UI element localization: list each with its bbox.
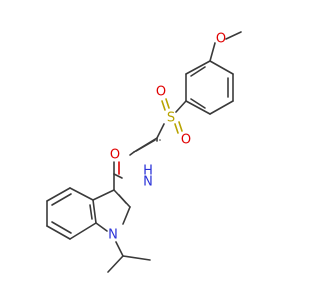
atom-s: S	[167, 111, 175, 126]
atom-o-sulfonyl-top: O	[156, 85, 166, 100]
indole-benzene-ring	[46, 187, 97, 240]
molecule-structure: O O S O O H N N	[46, 31, 242, 273]
atom-o-sulfonyl-bottom: O	[181, 133, 191, 148]
atom-labels: O O S O O H N N	[108, 32, 226, 243]
indole-pyrrole-ring	[92, 189, 131, 232]
bond-o-ring	[209, 42, 216, 62]
structure-drawing: O O S O O H N N	[46, 31, 242, 273]
bond-ring-s	[175, 100, 187, 113]
atom-n-indole: N	[108, 228, 118, 243]
atom-h-amide: H	[143, 164, 153, 179]
atom-o-carbonyl: O	[110, 148, 120, 163]
bond-methyl-o	[225, 31, 242, 40]
isopropyl-group	[107, 241, 151, 273]
atom-n-amide: N	[143, 175, 153, 190]
carboxamide-group	[113, 161, 123, 191]
bond-s-ch2	[156, 123, 165, 139]
bond-carbonyl-n	[113, 173, 123, 179]
methoxyphenyl-ring	[185, 60, 234, 115]
atom-o-methoxy: O	[216, 32, 226, 47]
sulfonyl-group	[161, 98, 183, 134]
methoxy-group	[209, 31, 242, 62]
